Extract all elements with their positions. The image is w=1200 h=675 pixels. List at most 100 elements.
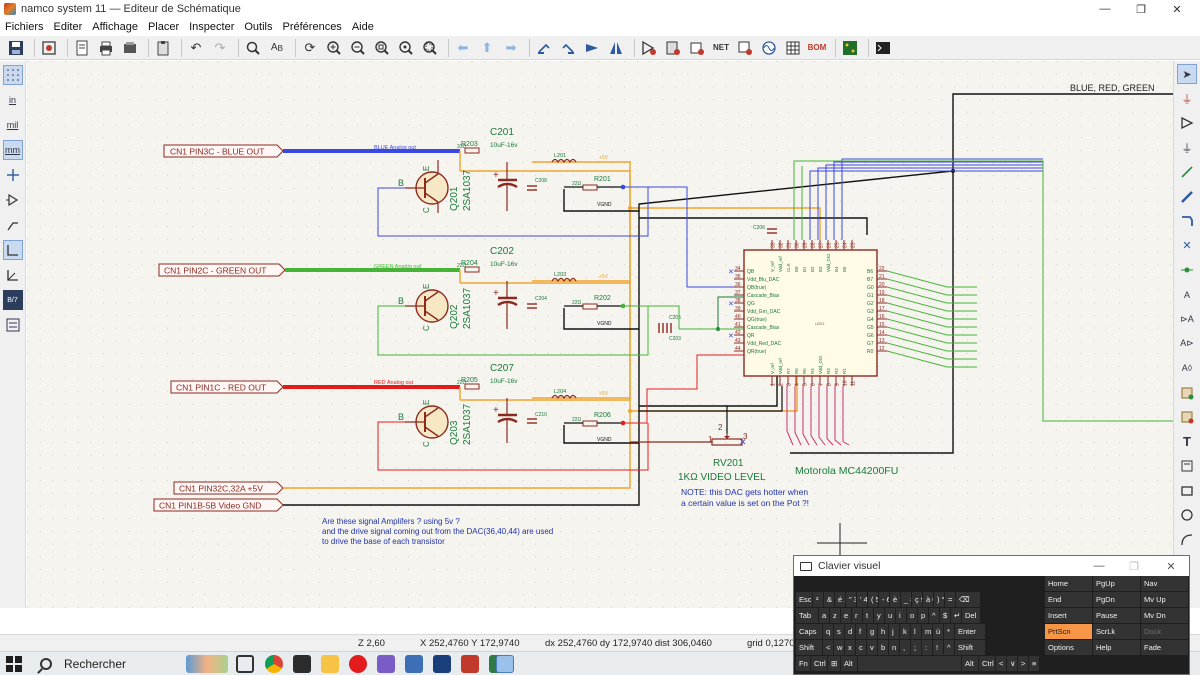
keyboard-key[interactable]: z <box>830 608 840 623</box>
scripting-console-icon[interactable] <box>873 38 893 58</box>
keyboard-key[interactable]: & <box>824 592 834 607</box>
keyboard-key[interactable]: > <box>1018 656 1028 671</box>
acrobat-icon[interactable] <box>461 655 479 673</box>
keyboard-nav-key[interactable]: Insert <box>1045 608 1092 623</box>
keyboard-key[interactable]: Tab <box>796 608 818 623</box>
add-power-icon[interactable]: ⏚ <box>1181 142 1193 155</box>
keyboard-key[interactable]: n <box>889 640 899 655</box>
keyboard-key[interactable]: ù <box>933 624 943 639</box>
keyboard-nav-key[interactable]: Help <box>1093 640 1140 655</box>
pcb-editor-icon[interactable] <box>840 38 860 58</box>
resistor-r201[interactable]: 22Ω R201 VGND <box>564 176 623 208</box>
potentiometer-rv201[interactable]: 1 2 3 ✕ RV201 1KΩ VIDEO LEVEL <box>630 406 766 483</box>
keyboard-key[interactable]: r <box>852 608 862 623</box>
inductor-l204[interactable]: L204 +5V <box>551 389 609 400</box>
units-mm-button[interactable]: mm <box>2 140 23 160</box>
keyboard-key[interactable]: g <box>867 624 877 639</box>
mirror-vertical-icon[interactable] <box>582 38 602 58</box>
news-widget-icon[interactable] <box>186 655 228 673</box>
keyboard-key[interactable]: _ 8 <box>901 592 911 607</box>
qr-wire[interactable] <box>623 354 744 424</box>
keyboard-nav-key[interactable]: Mv Up <box>1141 592 1188 607</box>
transistor-q201[interactable]: B C E Q201 2SA1037 <box>398 160 473 213</box>
add-label-icon[interactable]: A <box>1183 289 1190 300</box>
print-icon[interactable] <box>96 38 116 58</box>
refresh-icon[interactable]: ⟳ <box>304 39 316 55</box>
add-symbol-icon[interactable] <box>1177 113 1197 133</box>
qb-wire[interactable] <box>623 186 744 288</box>
capacitor-c202[interactable]: + C202 10uF-16v <box>490 246 518 329</box>
keyboard-maximize-button[interactable]: ❐ <box>1129 560 1139 573</box>
menu-outils[interactable]: Outils <box>244 20 273 33</box>
taskbar-search-box[interactable]: Rechercher <box>30 653 230 675</box>
cascade-bias-wire[interactable] <box>717 296 744 329</box>
keyboard-key[interactable]: ^ <box>944 640 954 655</box>
keyboard-key[interactable]: Shift <box>796 640 822 655</box>
keyboard-key[interactable]: - 6 <box>879 592 889 607</box>
capacitor-c207[interactable]: + C207 10uF-16v <box>490 363 518 443</box>
menu-placer[interactable]: Placer <box>147 20 180 33</box>
find-icon[interactable] <box>243 38 263 58</box>
add-hier-label-icon[interactable]: A⊳ <box>1180 338 1194 348</box>
keyboard-key[interactable]: t <box>863 608 873 623</box>
add-rectangle-icon[interactable] <box>1177 481 1197 501</box>
menu-affichage[interactable]: Affichage <box>92 20 138 33</box>
select-tool-icon[interactable]: ➤ <box>1177 64 1197 84</box>
keyboard-key[interactable]: s <box>834 624 844 639</box>
keyboard-key[interactable]: Enter <box>955 624 985 639</box>
keyboard-key[interactable]: ⊞ <box>828 656 840 671</box>
navigate-forward-icon[interactable]: ➡ <box>505 39 517 55</box>
wire-45-icon[interactable] <box>3 265 23 285</box>
add-global-label-icon[interactable]: ⊳A <box>1180 313 1194 324</box>
keyboard-nav-key[interactable]: PgUp <box>1093 576 1140 591</box>
keyboard-key[interactable]: x <box>845 640 855 655</box>
keyboard-key[interactable]: ' 4 <box>857 592 867 607</box>
add-bus-entry-icon[interactable] <box>1177 211 1197 231</box>
red-base-wire[interactable] <box>377 421 649 471</box>
save-icon[interactable] <box>6 38 26 58</box>
keyboard-key[interactable]: Ctrl <box>811 656 827 671</box>
vscode-icon[interactable] <box>405 655 423 673</box>
keyboard-key[interactable]: é 2 <box>835 592 845 607</box>
kicad-launcher-icon[interactable] <box>293 655 311 673</box>
keyboard-key[interactable]: è 7 <box>890 592 900 607</box>
rotate-cw-icon[interactable] <box>558 38 578 58</box>
file-explorer-icon[interactable] <box>321 655 339 673</box>
transistor-q203[interactable]: B C E Q203 2SA1037 <box>398 400 473 447</box>
keyboard-key[interactable]: Alt <box>962 656 978 671</box>
close-button[interactable]: ✕ <box>1172 3 1182 16</box>
task-view-icon[interactable] <box>236 655 254 673</box>
chrome-icon[interactable] <box>265 655 283 673</box>
keyboard-key[interactable]: ) ° <box>934 592 944 607</box>
keyboard-key[interactable]: ! <box>933 640 943 655</box>
paste-icon[interactable] <box>153 38 173 58</box>
fields-editor-icon[interactable] <box>783 38 803 58</box>
keyboard-key[interactable]: ç 9 <box>912 592 922 607</box>
keyboard-key[interactable]: d <box>845 624 855 639</box>
menu-preferences[interactable]: Préférences <box>282 20 342 33</box>
keyboard-key[interactable]: v <box>867 640 877 655</box>
inductor-l203[interactable]: L203 +5V <box>551 272 609 283</box>
keyboard-nav-key[interactable]: PrtScn <box>1045 624 1092 639</box>
zoom-out-icon[interactable] <box>348 38 368 58</box>
keyboard-key[interactable]: ( 5 <box>868 592 878 607</box>
units-inches-button[interactable]: in <box>8 95 16 105</box>
grid-toggle-icon[interactable] <box>2 65 23 85</box>
green-base-wire[interactable] <box>377 305 649 356</box>
keyboard-key[interactable]: * <box>944 624 954 639</box>
resistor-r202[interactable]: 22Ω R202 VGND <box>564 295 623 327</box>
keyboard-nav-key[interactable]: Pause <box>1093 608 1140 623</box>
cursor-shape-icon[interactable] <box>3 165 23 185</box>
keyboard-key[interactable]: c <box>856 640 866 655</box>
blue-base-wire[interactable] <box>377 187 649 237</box>
keyboard-key[interactable]: e <box>841 608 851 623</box>
keyboard-key[interactable]: o <box>907 608 917 623</box>
keyboard-key[interactable]: , <box>900 640 910 655</box>
rotate-ccw-icon[interactable] <box>534 38 554 58</box>
keyboard-key[interactable]: < <box>823 640 833 655</box>
keyboard-key[interactable]: ∨ <box>1007 656 1017 671</box>
import-sheet-pin-icon[interactable] <box>1177 407 1197 427</box>
global-label-video-gnd[interactable]: CN1 PIN1B-5B Video GND <box>153 498 284 512</box>
keyboard-nav-key[interactable]: ScrLk <box>1093 624 1140 639</box>
resistor-r204[interactable]: R204 <box>461 260 480 273</box>
